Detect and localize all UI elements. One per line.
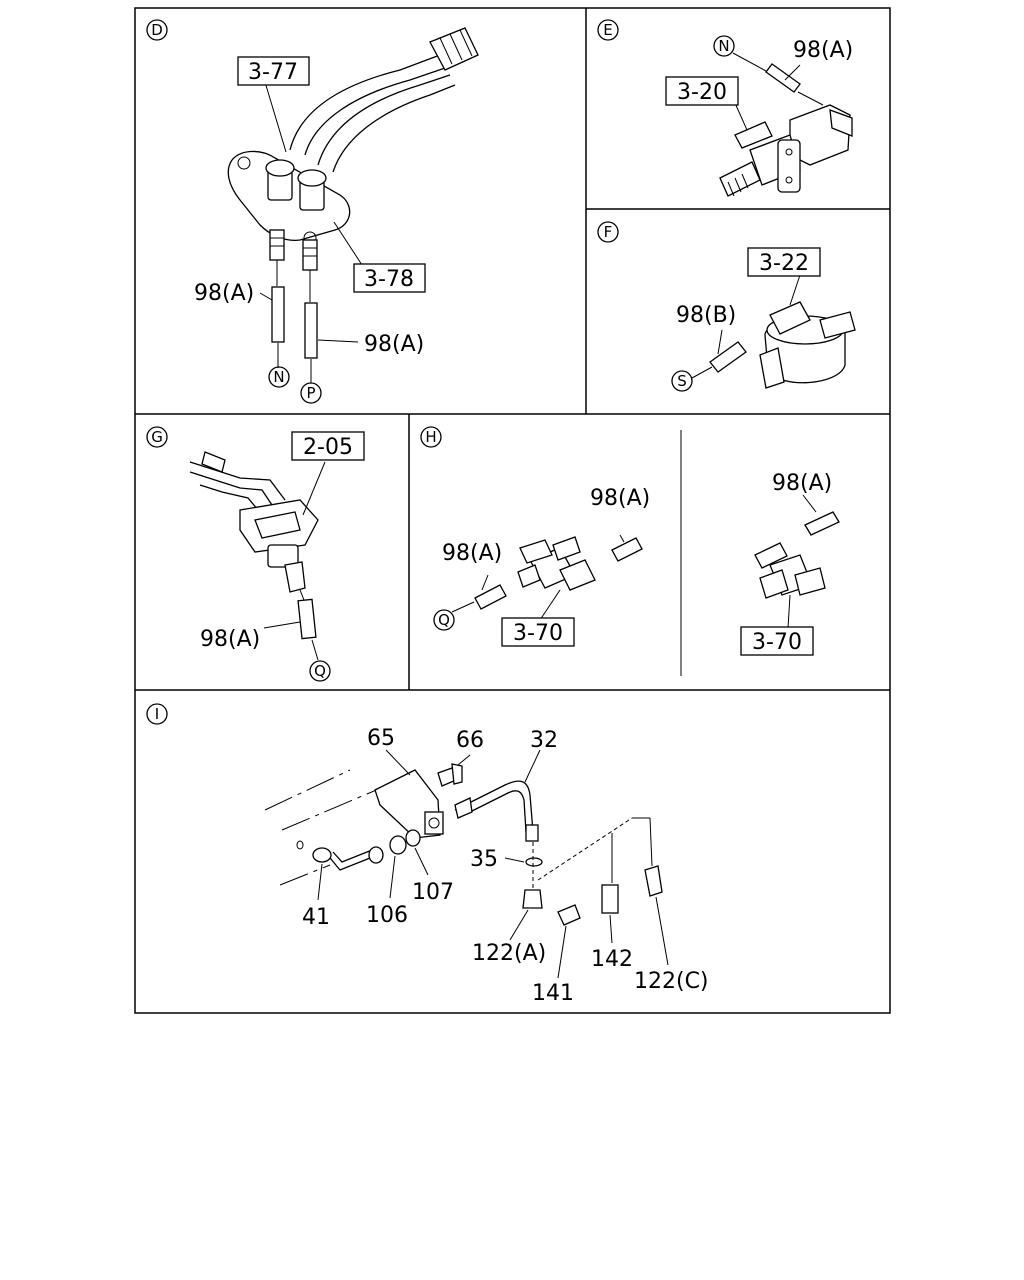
part-label-32: 32 <box>530 728 558 753</box>
section-marker-g-label: G <box>151 428 163 446</box>
part-label-106: 106 <box>366 903 408 928</box>
ref-label-3-22: 3-22 <box>759 251 809 276</box>
part-label-98a: 98(A) <box>793 38 853 63</box>
part-label-141: 141 <box>532 981 574 1006</box>
ref-label-3-70: 3-70 <box>752 630 802 655</box>
section-f: F 3-22 98(B) S <box>597 221 856 392</box>
section-marker-g <box>146 426 168 448</box>
ref-box-3-70 <box>740 626 814 656</box>
connector-n-label: N <box>273 368 284 386</box>
connector-q <box>309 660 331 682</box>
connector-s-label: S <box>677 372 687 390</box>
part-label-66: 66 <box>456 728 484 753</box>
connector-n <box>713 35 735 57</box>
section-marker-d-label: D <box>151 21 163 39</box>
ref-label-3-20: 3-20 <box>677 80 727 105</box>
connector-q <box>433 609 455 631</box>
section-d: D 3- <box>146 19 479 404</box>
section-e: E 3-20 98(A) N <box>597 19 853 197</box>
part-label-98a: 98(A) <box>442 541 502 566</box>
section-marker-f-label: F <box>604 223 613 241</box>
ref-box-2-05 <box>291 431 365 461</box>
connector-n-label: N <box>718 37 729 55</box>
ref-box-3-70 <box>501 617 575 647</box>
connector-p <box>300 382 322 404</box>
part-label-98a: 98(A) <box>200 627 260 652</box>
connector-q-label: Q <box>438 611 450 629</box>
section-marker-h-label: H <box>425 428 436 446</box>
connector-p-label: P <box>306 384 315 402</box>
part-label-98b: 98(B) <box>676 303 736 328</box>
ref-box-3-22 <box>747 247 821 277</box>
section-marker-f <box>597 221 619 243</box>
part-label-122c: 122(C) <box>634 969 709 994</box>
diagram-frames <box>134 7 891 1014</box>
section-h: H 3-70 98(A) 98(A) Q 3-70 98(A) <box>420 426 840 656</box>
part-label-35: 35 <box>470 847 498 872</box>
connector-n <box>268 366 290 388</box>
ref-label-3-78: 3-78 <box>364 267 414 292</box>
ref-label-2-05: 2-05 <box>303 435 353 460</box>
section-marker-i <box>146 703 168 725</box>
connector-q-label: Q <box>314 662 326 680</box>
part-label-98a: 98(A) <box>194 281 254 306</box>
part-label-142: 142 <box>591 947 633 972</box>
section-marker-e <box>597 19 619 41</box>
section-i: I <box>146 703 709 1006</box>
ref-label-3-77: 3-77 <box>248 60 298 85</box>
section-marker-d <box>146 19 168 41</box>
part-label-98a: 98(A) <box>772 471 832 496</box>
section-marker-e-label: E <box>603 21 612 39</box>
ref-label-3-70: 3-70 <box>513 621 563 646</box>
part-label-98a: 98(A) <box>590 486 650 511</box>
ref-box-3-77 <box>237 56 310 86</box>
part-label-41: 41 <box>302 905 330 930</box>
part-label-98a: 98(A) <box>364 332 424 357</box>
section-marker-h <box>420 426 442 448</box>
connector-s <box>671 370 693 392</box>
ref-box-3-78 <box>353 263 426 293</box>
part-label-107: 107 <box>412 880 454 905</box>
part-label-65: 65 <box>367 726 395 751</box>
section-marker-i-label: I <box>155 705 159 723</box>
part-label-122a: 122(A) <box>472 941 546 966</box>
ref-box-3-20 <box>665 76 739 106</box>
section-g: G 2-05 98(A) Q <box>146 426 365 682</box>
